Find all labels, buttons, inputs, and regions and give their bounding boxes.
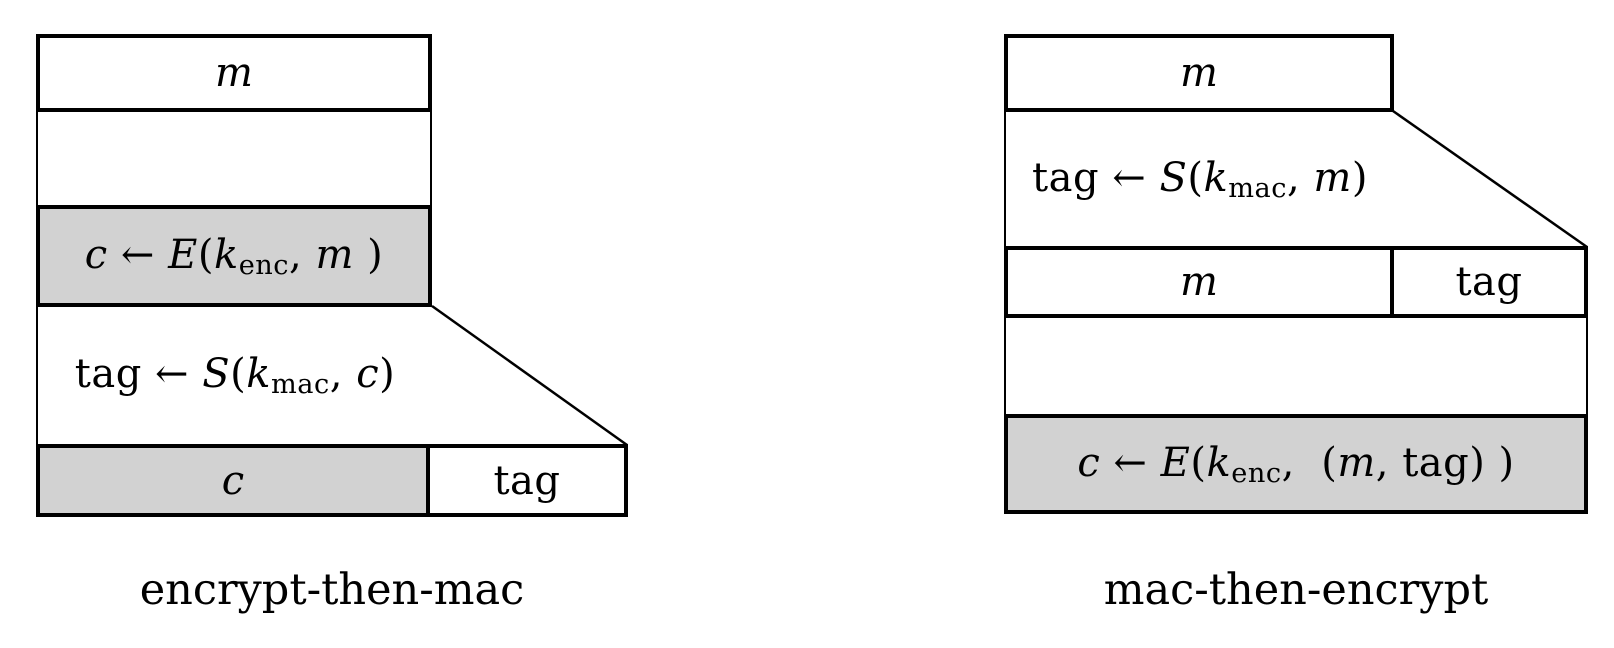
mte-message-label: m [1180,50,1218,96]
mte-row-message-label: m [1180,259,1218,305]
mte-flow-diagonal-line [1392,109,1588,249]
mte-row-message-cell: m [1008,250,1394,314]
mte-row-tag-cell: tag [1394,250,1584,314]
etm-message-box: m [36,34,432,112]
etm-message-label: m [215,50,253,96]
etm-output-ciphertext-cell: c [40,448,430,513]
mte-row-tag-label: tag [1455,259,1523,305]
mte-caption: mac-then-encrypt [1103,565,1489,615]
etm-encrypt-box: c ← E(kenc, m ) [36,205,432,307]
etm-sign-formula: tag ← S(kmac, c) [74,351,396,400]
etm-output-tag-label: tag [493,457,561,504]
etm-output-ciphertext-label: c [221,457,245,504]
mte-concat-row: m tag [1004,246,1588,318]
etm-sign-region: tag ← S(kmac, c) [36,307,432,444]
etm-output-row: c tag [36,444,628,517]
etm-output-tag-cell: tag [430,448,624,513]
mte-sign-formula: tag ← S(kmac, m) [1032,154,1368,204]
etm-gap-region [36,112,432,205]
mte-gap-region [1004,318,1588,414]
mte-encrypt-box: c ← E(kenc, (m, tag) ) [1004,414,1588,514]
mte-message-box: m [1004,34,1394,112]
mte-sign-region: tag ← S(kmac, m) [1004,112,1394,246]
etm-encrypt-formula: c ← E(kenc, m ) [84,231,384,281]
etm-caption: encrypt-then-mac [139,565,525,615]
mte-encrypt-formula: c ← E(kenc, (m, tag) ) [1077,439,1515,489]
etm-flow-diagonal-line [431,304,628,447]
